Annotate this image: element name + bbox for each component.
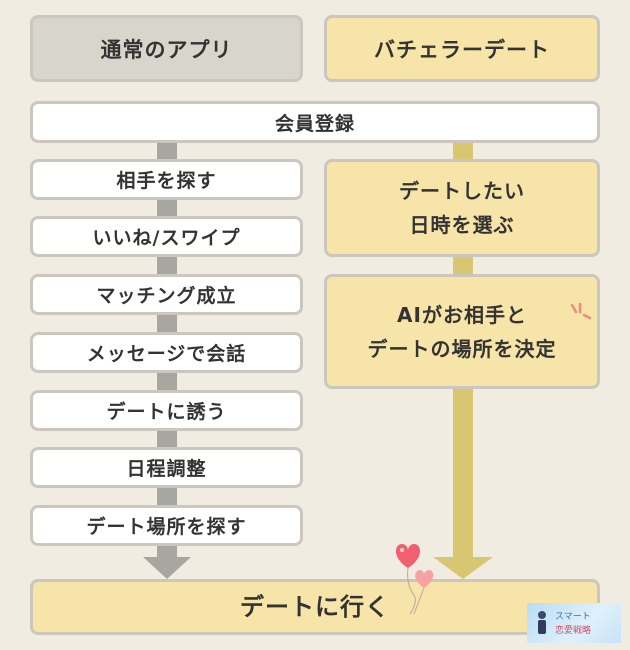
sparkle-icon: [570, 302, 592, 320]
normal-step-3: マッチング成立: [30, 274, 303, 315]
normal-step-label: デートに誘う: [106, 401, 227, 423]
normal-step-label: いいね/スワイプ: [92, 227, 241, 249]
normal-step-7: デート場所を探す: [30, 505, 303, 546]
normal-step-label: メッセージで会話: [86, 343, 247, 365]
step-goal: デートに行く: [30, 579, 600, 635]
normal-step-4: メッセージで会話: [30, 332, 303, 373]
header-normal-label: 通常のアプリ: [100, 37, 233, 62]
step-goal-label: デートに行く: [240, 593, 390, 621]
header-normal-app: 通常のアプリ: [30, 15, 303, 82]
bachelor-step-1-line-2: 日時を選ぶ: [409, 213, 515, 237]
heart-balloons-icon: [395, 544, 434, 615]
normal-flow-arrowhead: [143, 557, 191, 579]
watermark-line-1: スマート: [555, 612, 591, 622]
watermark-line-2: 恋愛戦略: [555, 626, 592, 636]
header-bachelor-label: バチェラーデート: [374, 37, 550, 62]
normal-step-6: 日程調整: [30, 447, 303, 488]
step-register-label: 会員登録: [274, 112, 355, 135]
bachelor-step-2-line-1: AIがお相手と: [397, 302, 527, 327]
bachelor-step-2: AIがお相手と デートの場所を決定: [324, 274, 600, 389]
bachelor-flow-arrowhead: [433, 557, 493, 579]
normal-step-label: マッチング成立: [96, 285, 237, 307]
bachelor-step-1: デートしたい 日時を選ぶ: [324, 159, 600, 257]
normal-step-label: 日程調整: [126, 458, 207, 480]
normal-step-2: いいね/スワイプ: [30, 216, 303, 257]
watermark-logo: スマート 恋愛戦略: [527, 603, 621, 643]
header-bachelor-date: バチェラーデート: [324, 15, 600, 82]
bachelor-step-1-line-1: デートしたい: [399, 179, 525, 203]
normal-step-5: デートに誘う: [30, 390, 303, 431]
step-register: 会員登録: [30, 101, 600, 143]
bachelor-step-2-line-2: デートの場所を決定: [367, 336, 557, 361]
person-icon: [538, 611, 546, 634]
normal-step-label: 相手を探す: [116, 170, 217, 192]
normal-step-label: デート場所を探す: [86, 516, 247, 538]
normal-step-1: 相手を探す: [30, 159, 303, 200]
